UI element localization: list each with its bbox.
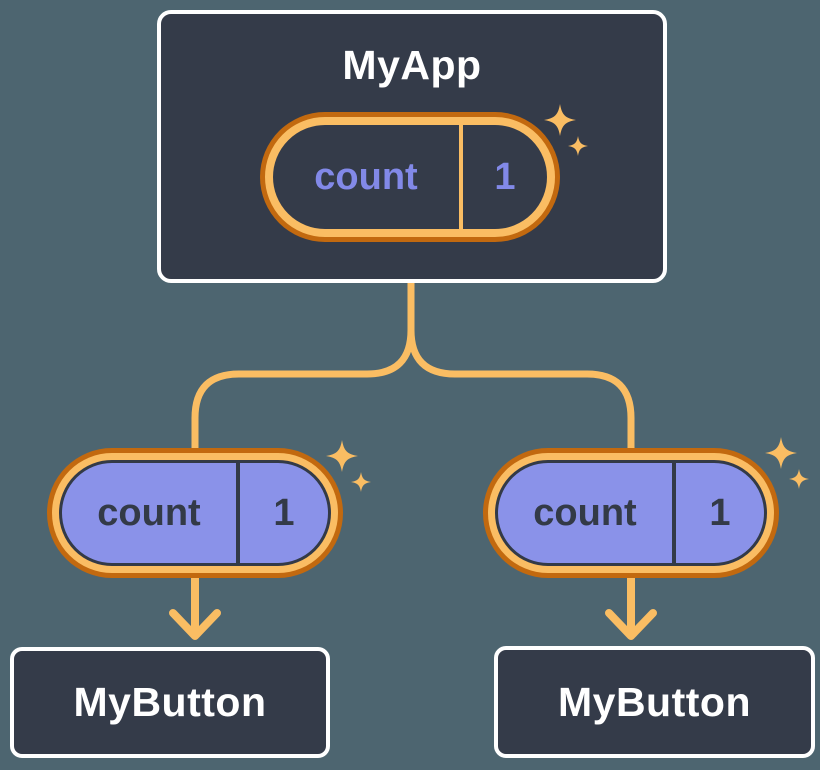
pill-divider xyxy=(459,125,463,229)
pill-divider xyxy=(236,463,240,563)
prop-pill-mybutton-right: count 1 xyxy=(495,460,767,566)
node-mybutton-right: MyButton xyxy=(494,646,815,758)
sparkle-icon xyxy=(351,472,371,492)
prop-pill-label: count xyxy=(533,491,637,534)
pill-divider xyxy=(672,463,676,563)
sparkle-icon xyxy=(326,440,358,472)
state-pill-label: count xyxy=(314,155,418,198)
state-pill-myapp: count 1 xyxy=(265,117,555,237)
connector-root-to-right xyxy=(407,278,635,470)
down-arrow-right-icon xyxy=(605,609,657,640)
prop-pill-label: count xyxy=(97,491,201,534)
node-mybutton-left: MyButton xyxy=(10,647,330,758)
node-myapp-title: MyApp xyxy=(342,42,482,88)
node-mybutton-right-title: MyButton xyxy=(557,678,751,725)
down-arrow-left-icon xyxy=(169,609,221,640)
state-pill-value: 1 xyxy=(494,155,516,198)
sparkle-icon xyxy=(789,469,809,489)
sparkle-icon xyxy=(765,437,797,469)
prop-pill-value: 1 xyxy=(709,491,731,534)
prop-pill-value: 1 xyxy=(273,491,295,534)
prop-pill-mybutton-left: count 1 xyxy=(59,460,331,566)
connector-root-to-left xyxy=(191,278,415,470)
node-mybutton-left-title: MyButton xyxy=(73,679,267,725)
